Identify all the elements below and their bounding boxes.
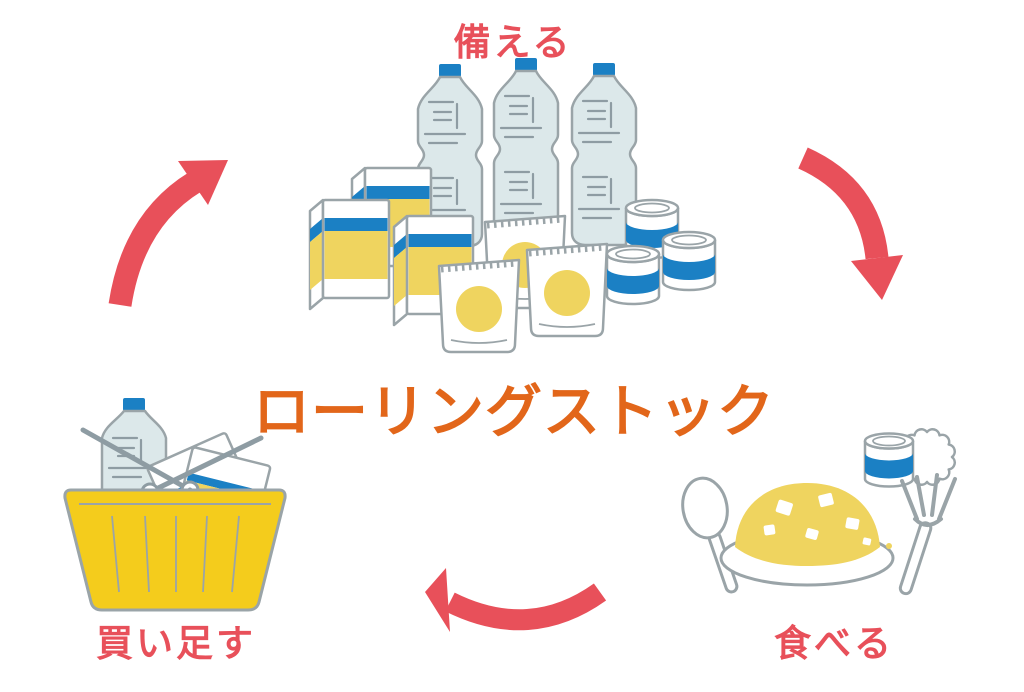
diagram-title: ローリングストック xyxy=(253,379,775,445)
cycle-arrow-right-icon xyxy=(798,147,903,300)
step-label-eat: 食べる xyxy=(774,622,894,665)
shopping-basket-icon xyxy=(63,398,287,612)
canned-food xyxy=(605,244,661,306)
step-label-prepare: 備える xyxy=(453,21,573,64)
emergency-stockpile-icon xyxy=(308,56,717,357)
retort-pouch xyxy=(439,260,519,352)
cycle-arrow-bottom-icon xyxy=(425,568,607,632)
opened-can xyxy=(863,432,915,488)
cycle-arrow-left-icon xyxy=(108,160,228,307)
basket-body xyxy=(63,488,287,612)
curry-meal-icon xyxy=(681,428,957,596)
water-bottle xyxy=(492,56,560,242)
food-box xyxy=(308,198,391,311)
step-label-restock: 買い足す xyxy=(96,622,256,665)
curry-plate xyxy=(719,483,895,587)
fork xyxy=(898,473,957,596)
retort-pouch xyxy=(527,244,607,336)
spoon xyxy=(681,476,739,594)
basket-handles xyxy=(80,427,264,495)
canned-food xyxy=(661,230,717,292)
